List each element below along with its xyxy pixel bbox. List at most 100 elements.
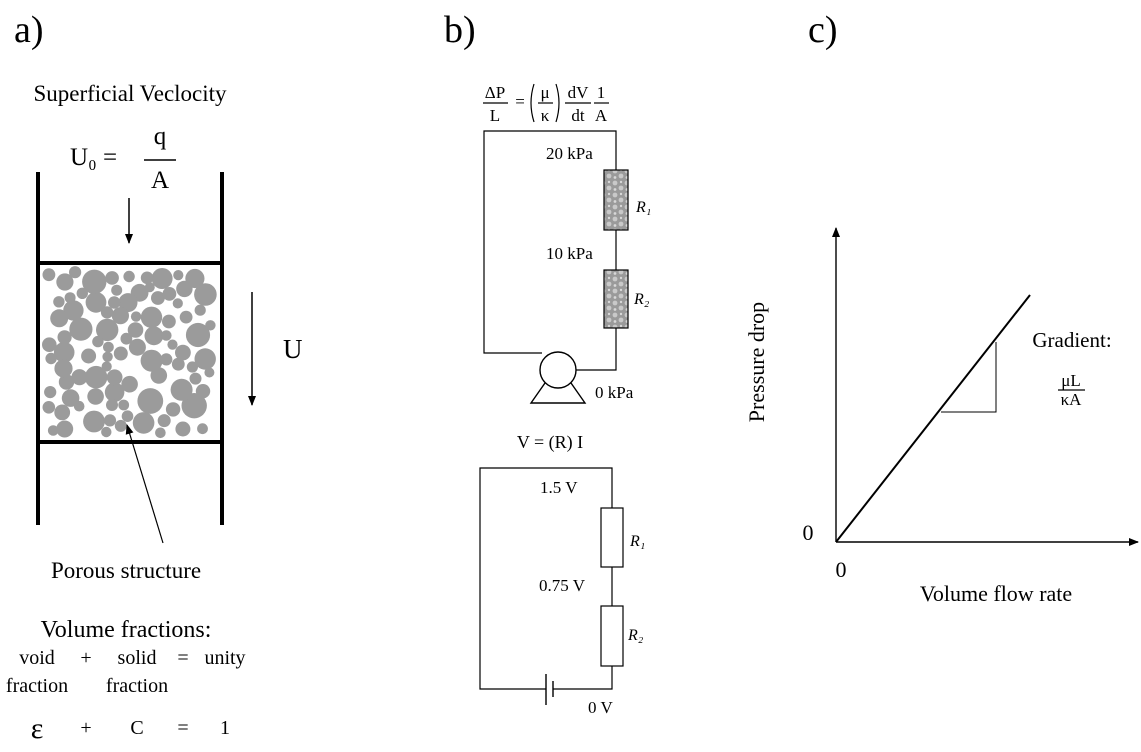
particle [58,374,75,390]
particle [85,291,107,313]
electric-r2-label: R₂ [627,627,644,644]
unity-word: unity [204,647,245,669]
particle [118,293,138,313]
pressure-0kpa: 0 kPa [595,383,634,402]
porous-resistor-r2 [603,269,629,329]
porous-particles [42,266,217,439]
particle [54,404,71,421]
flow-symbol-u: U [283,334,303,364]
particle [175,344,191,361]
darcy-equals: = [515,92,525,111]
particle [114,419,127,432]
particle [76,287,89,299]
particle [96,318,119,342]
x-axis-label: Volume flow rate [920,581,1072,606]
solid-word: solid [118,647,157,669]
particle [144,282,155,293]
particle [150,367,168,384]
y-axis-label: Pressure drop [744,302,769,422]
particle [101,361,112,372]
hydraulic-wire-loop [483,130,617,354]
darcy-kappa: κ [541,106,550,125]
plus-sign-symbols: + [80,717,91,739]
velocity-formula-lhs: U₀ = [70,144,117,171]
darcy-one: 1 [597,83,606,102]
equals-sign-symbols: = [177,717,188,739]
particle [102,351,113,362]
particle [53,296,65,308]
gradient-triangle [941,342,997,413]
particle [113,346,128,361]
darcy-dt: dt [571,106,585,125]
particle [120,332,133,345]
particle [197,423,208,435]
void-fraction-word: fraction [6,675,68,697]
darcy-a: A [595,106,608,125]
darcy-paren-right [555,83,560,123]
pressure-flow-line [835,294,1031,543]
particle [170,378,193,401]
panel-a: a) Superficial Veclocity U₀ = q A U Poro… [6,9,303,745]
particle [176,280,193,298]
one-symbol: 1 [220,717,230,739]
particle [165,402,181,417]
darcy-dv: dV [568,83,590,102]
particle [172,298,183,309]
particle [130,311,142,322]
particle [92,335,104,348]
particle [194,348,216,370]
particle [61,389,80,407]
particle [185,322,211,348]
particle [71,369,88,386]
hydraulic-r1-label: R₁ [635,199,651,216]
particle [140,306,163,328]
pressure-20kpa: 20 kPa [546,144,593,163]
particle [155,427,166,439]
particle [127,322,144,338]
particle [151,268,173,289]
particle [160,353,173,366]
particle [108,296,121,309]
particle [104,382,125,403]
resistor-r2 [600,605,624,667]
particle [111,284,123,296]
particle [82,269,107,294]
c-symbol: C [130,717,143,739]
panel-b-label: b) [444,9,476,51]
particle [171,357,185,371]
particle [47,425,59,436]
darcy-formula: ΔP L = μ κ dV dt 1 A [483,83,609,125]
particle [56,273,74,291]
particle [42,268,56,282]
voltage-0v: 0 V [588,698,613,717]
particle [181,393,207,419]
particle [194,283,217,306]
particle [132,412,155,434]
ohms-law-formula: V = (R) I [517,432,583,453]
particle [105,271,119,285]
particle [173,270,184,281]
equals-sign-words: = [177,647,188,669]
particle [121,410,134,423]
gradient-label: Gradient: [1032,328,1111,352]
particle [137,388,164,414]
particle [42,337,57,353]
particle [195,384,211,399]
particle [106,399,118,411]
particle [189,372,202,385]
particle [101,426,112,438]
x-origin-zero: 0 [836,557,847,582]
particle [53,342,75,363]
y-origin-zero: 0 [803,520,814,545]
volume-fractions-title: Volume fractions: [41,617,212,643]
particle [69,317,93,341]
voltage-1-5v: 1.5 V [540,478,578,497]
particle [45,352,57,365]
velocity-formula-denominator: A [151,167,169,194]
particle [87,388,104,405]
particle [103,414,117,427]
particle [123,270,135,283]
particle [157,414,171,428]
particle [121,375,138,393]
